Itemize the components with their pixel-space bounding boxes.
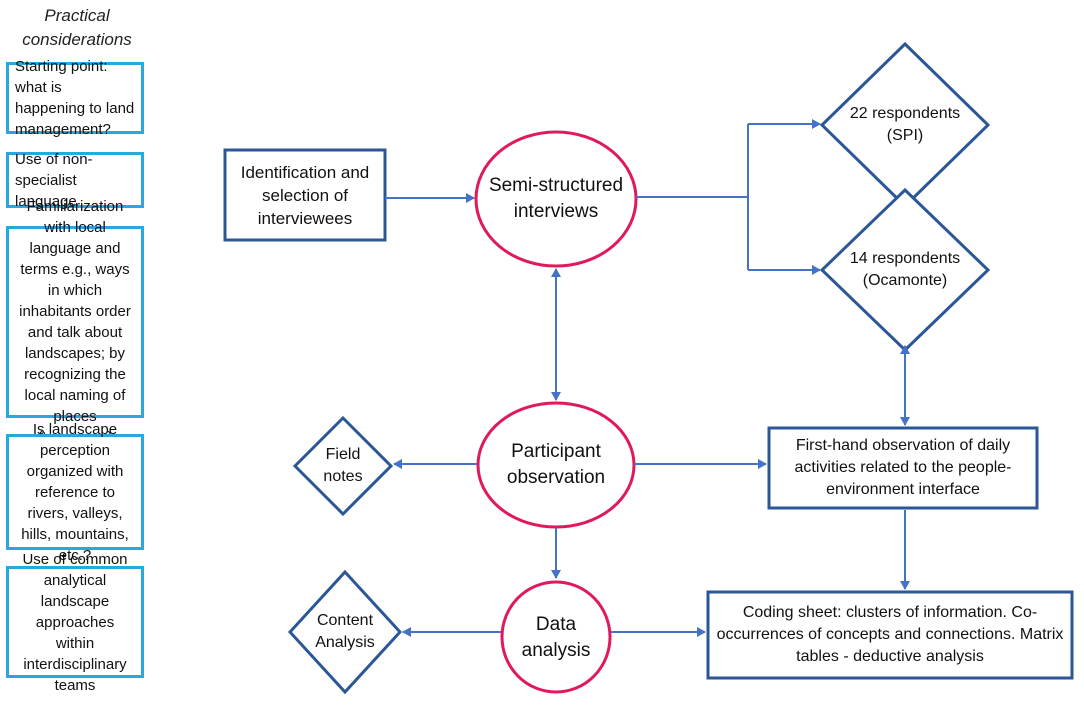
first-hand-observation-label: First-hand observation of daily activiti… bbox=[794, 437, 1012, 498]
respondents-ocamonte-label: 14 respondents (Ocamonte) bbox=[849, 250, 961, 289]
semi-structured-label: Semi-structured interviews bbox=[488, 175, 624, 222]
field-notes-label: Field notes bbox=[323, 446, 363, 485]
identification-label: Identification and selection of intervie… bbox=[240, 162, 370, 228]
content-analysis-diamond bbox=[287, 569, 403, 695]
sidebar-title: Practical considerations bbox=[22, 6, 132, 49]
content-analysis-label: Content Analysis bbox=[315, 612, 375, 651]
coding-sheet-label: Coding sheet: clusters of information. C… bbox=[716, 604, 1064, 665]
identification-box bbox=[223, 148, 387, 242]
semi-structured-ellipse bbox=[474, 130, 638, 268]
sidebar-item-local-language: Familiarization with local language and … bbox=[6, 198, 144, 446]
respondents-spi-label: 22 respondents (SPI) bbox=[849, 105, 961, 144]
sidebar-item-starting-point: Starting point: what is happening to lan… bbox=[6, 58, 144, 138]
sidebar-item-landscape-perception: Is landscape perception organized with r… bbox=[6, 421, 144, 564]
data-analysis-label: Data analysis bbox=[521, 614, 591, 661]
coding-sheet-box bbox=[706, 590, 1074, 680]
sidebar-item-common-approaches: Use of common analytical landscape appro… bbox=[6, 551, 144, 694]
participant-observation-label: Participant observation bbox=[506, 441, 606, 488]
data-analysis-ellipse bbox=[500, 580, 612, 694]
field-notes-diamond bbox=[292, 415, 394, 517]
first-hand-observation-box bbox=[767, 426, 1039, 510]
sidebar-item-non-specialist-language: Use of non-specialist language bbox=[6, 151, 144, 210]
